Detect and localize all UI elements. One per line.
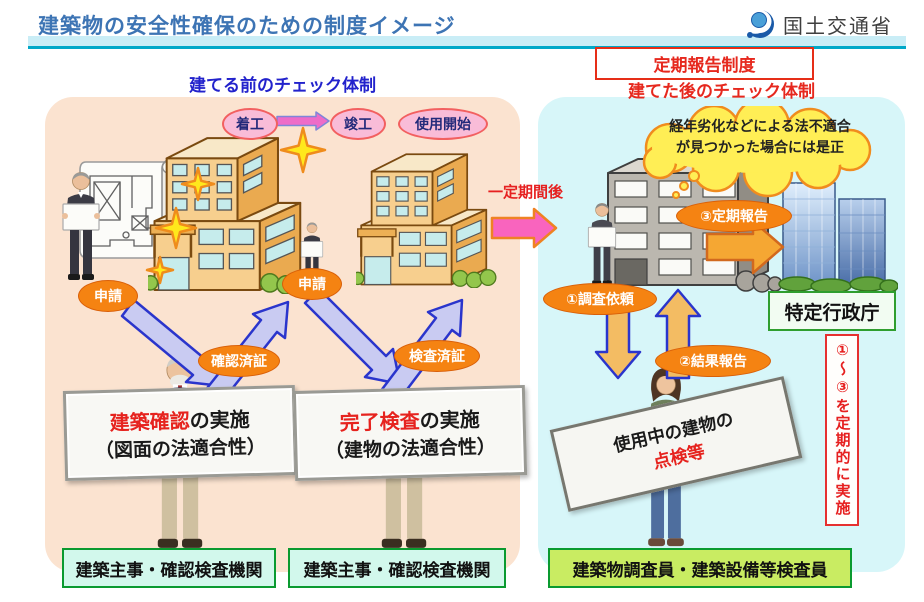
correction-cloud: [642, 106, 872, 199]
inspection-sign-scope: （建物の法適合性）: [324, 436, 497, 463]
actor-box-confirmation: 建築主事・確認検査機関: [62, 548, 276, 588]
mlit-logo-icon: [747, 10, 774, 39]
confirmation-sign: 建築確認の実施 （図面の法適合性）: [62, 384, 298, 482]
inspection-sign-suffix: の実施: [419, 409, 480, 433]
label-survey-request: ①調査依頼: [543, 283, 657, 315]
actor-box-inspection: 建築主事・確認検査機関: [288, 548, 506, 588]
correction-cloud-text: 経年劣化などによる法不適合 が見つかった場合には是正: [636, 116, 884, 158]
milestone-occupancy: 使用開始: [398, 108, 488, 140]
heading-before: 建てる前のチェック体制: [189, 76, 376, 95]
label-inspection-certificate: 検査済証: [394, 340, 480, 372]
label-confirmation-certificate: 確認済証: [198, 345, 280, 377]
label-result-report: ②結果報告: [655, 345, 771, 377]
periodic-note: ①～③を定期的に実施: [825, 334, 859, 526]
inspection-sign: 完了検査の実施 （建物の法適合性）: [292, 384, 528, 482]
actor-box-surveyor: 建築物調査員・建築設備等検査員: [548, 548, 852, 588]
title-underline: [28, 36, 906, 49]
milestone-start: 着工: [222, 108, 278, 140]
confirmation-sign-term: 建築確認: [109, 410, 190, 435]
label-application-1: 申請: [78, 280, 138, 312]
authority-towers-illustration: [778, 182, 898, 293]
inspection-sign-term: 完了検査: [339, 410, 420, 435]
occupied-building-illustration: [356, 153, 497, 288]
agency-name: 国土交通省: [783, 15, 893, 38]
periodic-report-badge: 定期報告制度: [595, 47, 814, 80]
page-title: 建築物の安全性確保のための制度イメージ: [38, 15, 456, 38]
cloud-line1: 経年劣化などによる法不適合: [669, 118, 851, 134]
heading-after: 建てた後のチェック体制: [628, 82, 815, 101]
agency-brand: 国土交通省: [744, 8, 893, 40]
cloud-line2: が見つかった場合には是正: [676, 139, 844, 155]
label-application-2: 申請: [282, 268, 342, 300]
confirmation-sign-suffix: の実施: [189, 409, 250, 433]
milestone-completion: 竣工: [330, 108, 386, 140]
interval-label: 一定期間後: [488, 184, 564, 201]
confirmation-sign-scope: （図面の法適合性）: [94, 436, 267, 463]
applicant-person: [62, 172, 100, 280]
owner-person: [587, 203, 617, 285]
authority-box: 特定行政庁: [768, 291, 896, 331]
label-periodic-report: ③定期報告: [676, 200, 792, 232]
